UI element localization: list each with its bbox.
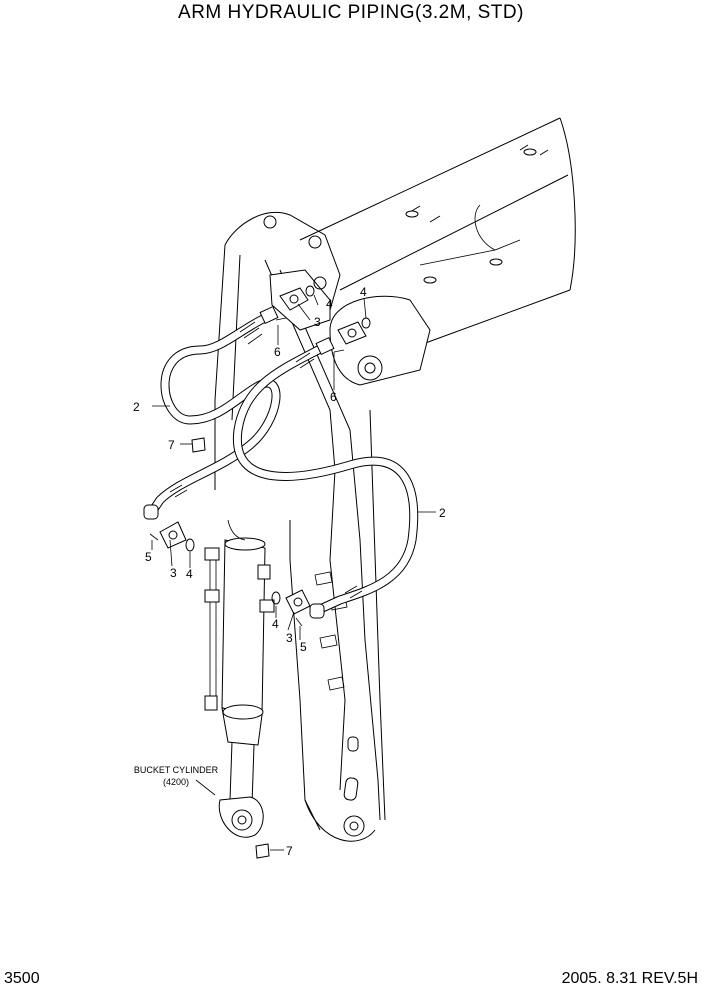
hose-right	[232, 343, 419, 615]
callout-flange-mid-left: 3	[170, 566, 177, 580]
grease-fitting-bottom	[255, 843, 270, 859]
page-title: ARM HYDRAULIC PIPING(3.2M, STD)	[178, 2, 524, 23]
flange-mid-right	[285, 589, 311, 615]
callout-bolt-top-b: 6	[330, 390, 337, 404]
callout-hose-left: 2	[133, 400, 140, 414]
flange-mid-left	[159, 521, 187, 549]
cylinder-note-line2: (4200)	[163, 777, 189, 787]
callout-hose-right: 2	[439, 506, 446, 520]
callout-bolt-top-a: 6	[274, 345, 281, 359]
callout-bolt-mid-right: 5	[300, 640, 307, 654]
bolt-mid-right	[295, 617, 303, 627]
arm-body	[214, 211, 386, 842]
flange-top-b	[337, 321, 367, 345]
callout-oring-top-a: 4	[326, 297, 333, 311]
bolts-top	[275, 317, 345, 353]
oring-mid-left	[185, 538, 195, 552]
callout-oring-mid-left: 4	[186, 567, 193, 581]
hose-fittings	[143, 305, 363, 619]
cylinder-note-line1: BUCKET CYLINDER	[134, 765, 219, 775]
oring-top-a	[305, 285, 315, 297]
callout-flange-top: 3	[314, 315, 321, 329]
boom	[299, 117, 576, 386]
callout-grease-bottom: 7	[286, 844, 293, 858]
page-number: 3500	[4, 970, 40, 987]
bolt-mid-left	[149, 533, 159, 541]
flange-top-a	[279, 287, 309, 311]
callout-flange-mid-right: 3	[286, 631, 293, 645]
callout-oring-top-b: 4	[360, 285, 367, 299]
callout-bolt-mid-left: 5	[145, 550, 152, 564]
revision-stamp: 2005. 8.31 REV.5H	[561, 970, 698, 987]
oring-mid-right	[271, 591, 281, 605]
leader-lines	[151, 294, 436, 851]
callout-oring-mid-right: 4	[272, 617, 279, 631]
bucket-cylinder	[204, 519, 275, 838]
grease-fitting-top	[191, 437, 206, 453]
hose-left	[147, 313, 281, 517]
callout-grease-top: 7	[168, 438, 175, 452]
